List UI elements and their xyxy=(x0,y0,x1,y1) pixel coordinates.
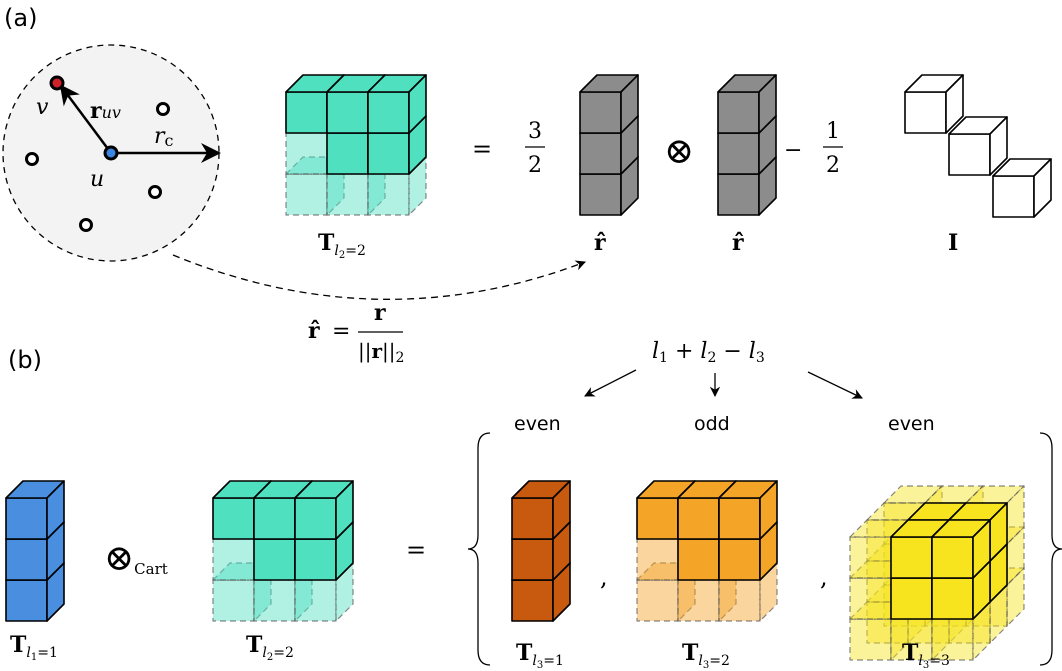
tensor-cell xyxy=(511,480,571,540)
comma-2: , xyxy=(820,563,828,591)
tensor-cell xyxy=(5,480,65,540)
equals-sign-b: = xyxy=(406,536,426,564)
label-r-uv: ruv xyxy=(90,98,121,124)
identity-cube-3 xyxy=(992,158,1052,218)
tensor-label-l2-b: Tl2=2 xyxy=(246,632,294,663)
neighbor-node xyxy=(79,218,93,232)
label-rc: rc xyxy=(154,124,174,150)
parity-expression: l1 + l2 − l3 xyxy=(652,339,765,366)
rhat-label-2: r̂ xyxy=(732,230,744,256)
tensor-l3-1 xyxy=(511,480,571,622)
node-v xyxy=(49,75,65,91)
tensor-label-l3-2: Tl3=2 xyxy=(682,640,730,671)
neighbor-node xyxy=(25,152,39,166)
tensor-cell xyxy=(931,519,991,579)
norm-num: r xyxy=(374,300,386,326)
tensor-cell xyxy=(717,74,777,134)
parity-even-1: even xyxy=(514,413,561,435)
tensor-label-l3-1: Tl3=1 xyxy=(516,640,564,671)
tensor-cell xyxy=(367,74,427,134)
label-v: v xyxy=(36,95,49,120)
minus-sign: − xyxy=(784,138,802,163)
frac-3-den: 2 xyxy=(528,153,542,178)
equals-sign-a: = xyxy=(472,135,492,163)
tensor-cell xyxy=(579,74,639,134)
tensor-cell xyxy=(992,158,1052,218)
tensor-l3-3 xyxy=(849,485,1025,661)
tensor-l1 xyxy=(5,480,65,622)
panel-label-a: (a) xyxy=(4,4,37,32)
rhat-vector-1 xyxy=(579,74,639,216)
tensor-l2-b xyxy=(212,480,354,622)
tensor-label-l2-a: Tl2=2 xyxy=(318,230,366,261)
node-u xyxy=(103,145,119,161)
dashed-curve-arrow xyxy=(172,254,586,300)
comma-1: , xyxy=(600,563,608,591)
r-uv-arrow xyxy=(59,84,113,154)
rhat-lhs: r̂ xyxy=(308,318,320,344)
tensor-cell xyxy=(904,74,964,134)
tensor-cell xyxy=(718,480,778,540)
panel-label-b: (b) xyxy=(8,346,42,374)
left-brace xyxy=(467,432,491,666)
tensor-label-l1: Tl1=1 xyxy=(10,632,58,663)
tensor-cell xyxy=(948,116,1008,176)
frac-1-num: 1 xyxy=(826,119,840,144)
identity-cube-1 xyxy=(904,74,964,134)
identity-label: I xyxy=(948,230,958,256)
norm-eq: = xyxy=(332,319,350,344)
identity-cube-2 xyxy=(948,116,1008,176)
arrow-right xyxy=(807,371,863,399)
tensor-l3-2 xyxy=(636,480,778,622)
tensor-cell xyxy=(294,480,354,540)
neighborhood-diagram: v ruv rc u xyxy=(2,44,221,262)
neighbor-node xyxy=(148,185,162,199)
right-brace xyxy=(1039,432,1062,666)
frac-3-num: 3 xyxy=(528,119,542,144)
otimes-symbol-a: ⊗ xyxy=(664,131,694,172)
parity-even-2: even xyxy=(888,413,935,435)
tensor-label-l3-3: Tl3=3 xyxy=(902,640,950,671)
rhat-label-1: r̂ xyxy=(594,230,606,256)
frac-1-den: 2 xyxy=(826,153,840,178)
otimes-cart: ⊗Cart xyxy=(104,538,168,579)
label-u: u xyxy=(90,167,104,192)
tensor-cell xyxy=(579,115,639,175)
parity-odd: odd xyxy=(694,413,730,435)
neighbor-node xyxy=(156,102,170,116)
rhat-vector-2 xyxy=(717,74,777,216)
tensor-l2-a xyxy=(285,74,427,216)
arrow-left xyxy=(584,369,637,397)
norm-den: ||r||2 xyxy=(358,339,404,366)
